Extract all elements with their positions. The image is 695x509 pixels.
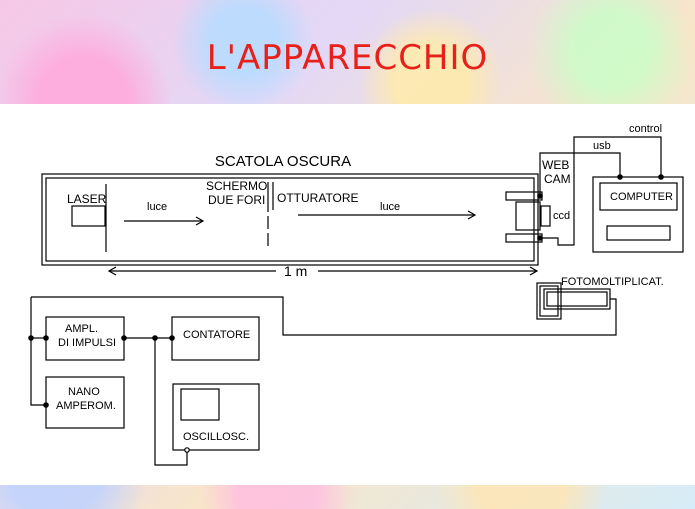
computer-inner — [599, 182, 678, 211]
scope-input-node — [184, 447, 190, 453]
webcam-label-1: WEB — [542, 158, 569, 172]
oscilloscope-screen — [180, 388, 220, 421]
dark-box-outer — [41, 173, 539, 266]
distance-arrowhead-left — [107, 266, 117, 276]
light-arrow-2-head — [467, 210, 477, 220]
counter — [171, 316, 260, 361]
slide-title: L'APPARECCHIO — [206, 38, 489, 78]
amp-node-left-1 — [28, 335, 34, 341]
wire-usb — [539, 152, 621, 196]
screen-label-1: SCHERMO — [206, 179, 267, 193]
webcam-label-2: CAM — [544, 172, 571, 186]
screen-label-2: DUE FORI — [208, 193, 265, 207]
wire-left-bus — [30, 297, 46, 406]
usb-label: usb — [593, 140, 611, 152]
webcam-body — [515, 201, 541, 231]
light-label-1: luce — [147, 201, 167, 213]
light-label-2: luce — [380, 201, 400, 213]
counter-label: CONTATORE — [183, 329, 250, 341]
computer-label: COMPUTER — [610, 191, 673, 203]
pmt-tube-outer — [536, 282, 562, 320]
wire-webcam-control — [540, 237, 568, 246]
computer-outer — [592, 176, 684, 253]
scope-label: OSCILLOSC. — [183, 431, 249, 443]
control-label: control — [629, 123, 662, 135]
amp-label-2: DI IMPULSI — [58, 337, 116, 349]
apparatus-diagram-panel: SCATOLA OSCURA LASER luce SCHERMO DUE FO… — [0, 104, 695, 485]
pmt-tube-inner — [539, 285, 559, 317]
webcam-clamp-bottom — [505, 233, 543, 243]
amp-node-left-2 — [43, 335, 49, 341]
nano-node — [43, 402, 49, 408]
amp-node-right — [121, 335, 127, 341]
shutter-label: OTTURATORE — [277, 191, 359, 205]
wire-control — [568, 136, 662, 246]
nano-label-1: NANO — [68, 386, 100, 398]
usb-node — [617, 174, 623, 180]
webcam-clamp-top — [505, 191, 543, 201]
pmt-body-inner — [546, 291, 608, 307]
light-arrow-1-head — [195, 216, 205, 226]
amp-label-1: AMPL. — [65, 323, 98, 335]
control-node — [658, 174, 664, 180]
pmt-label: FOTOMOLTIPLICAT. — [561, 276, 664, 288]
wire-pmt-right — [31, 296, 617, 336]
dark-box-label: SCATOLA OSCURA — [215, 153, 351, 170]
apparatus-diagram: SCATOLA OSCURA LASER luce SCHERMO DUE FO… — [28, 123, 684, 466]
laser-label: LASER — [67, 192, 107, 206]
distance-label: 1 m — [284, 263, 307, 279]
oscilloscope — [172, 383, 260, 451]
ccd-sensor — [540, 205, 551, 227]
distance-arrowhead-right — [529, 266, 539, 276]
laser-block — [71, 205, 106, 227]
computer-drive — [606, 225, 671, 241]
dark-box-inner — [45, 177, 535, 262]
nano-label-2: AMPEROM. — [56, 400, 116, 412]
wire-to-scope — [154, 338, 188, 466]
ccd-label: ccd — [553, 210, 570, 222]
